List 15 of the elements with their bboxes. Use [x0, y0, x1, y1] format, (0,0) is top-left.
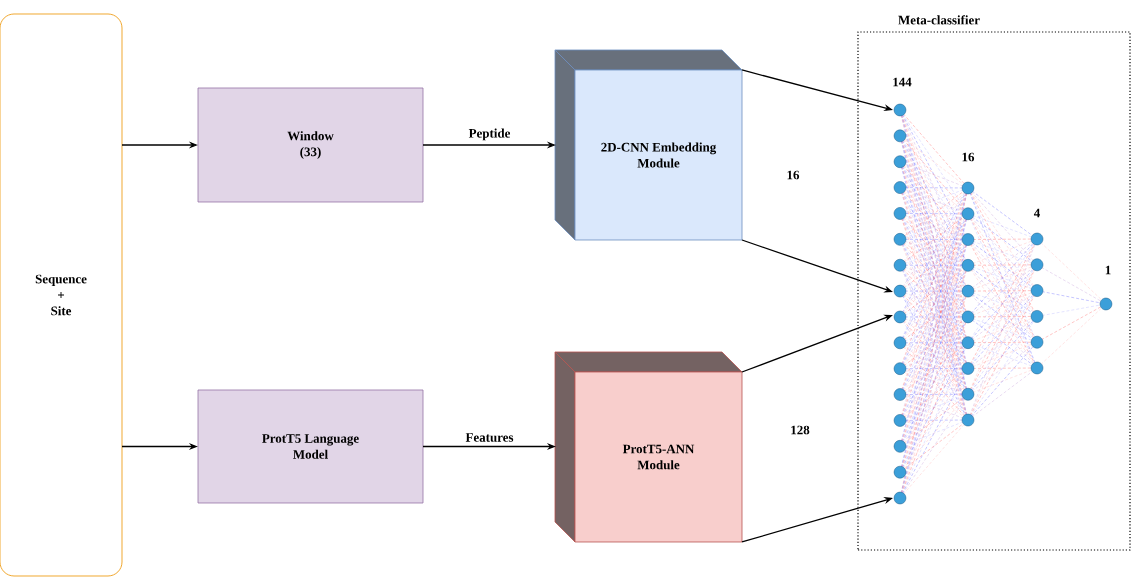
layer-size-label: 16: [962, 152, 975, 162]
edge-label: Peptide: [467, 127, 512, 142]
process-box: Window (33): [197, 87, 424, 203]
layer-size-label: 128: [791, 425, 810, 435]
node-label: Meta-classifier: [898, 15, 980, 25]
process-box: ProtT5 Language Model: [197, 389, 424, 504]
module-cube: ProtT5-ANN Module: [554, 351, 743, 543]
layer-size-label: 4: [1033, 208, 1040, 218]
neural-network-drawing: [893, 103, 1113, 505]
module-cube: 2D-CNN Embedding Module: [554, 49, 743, 241]
layer-size-label: 144: [893, 77, 912, 87]
process-box: Sequence + Site: [0, 13, 123, 577]
layer-size-label: 1: [1105, 265, 1111, 275]
edge-label: Features: [464, 431, 515, 444]
layer-size-label: 16: [787, 170, 800, 180]
